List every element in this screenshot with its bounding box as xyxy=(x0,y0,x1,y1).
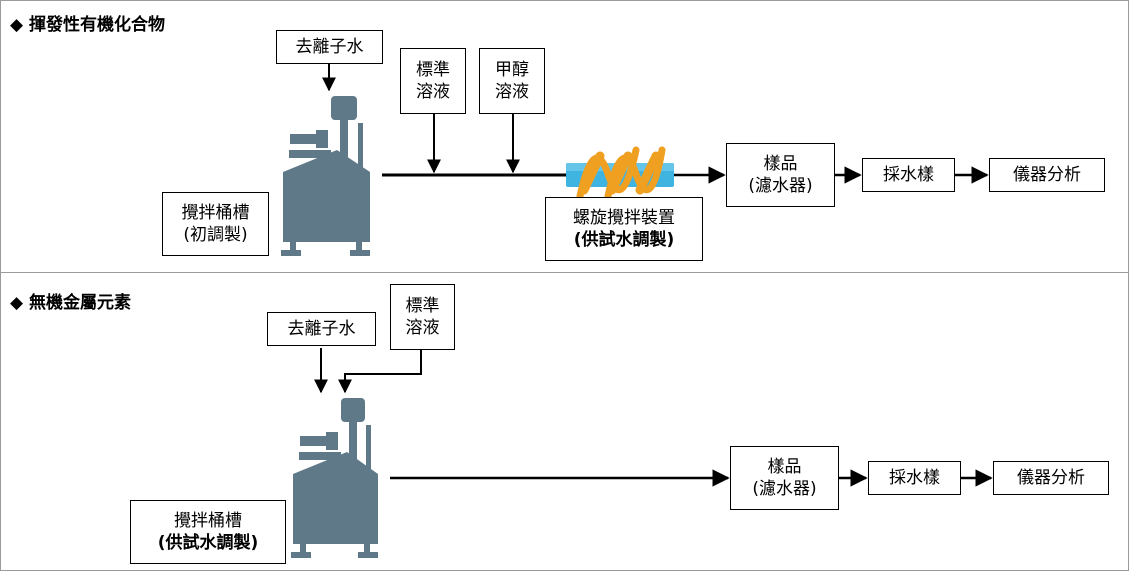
instrument-analysis-label-2: 儀器分析 xyxy=(1017,468,1085,488)
standard-solution-line1: 標準 xyxy=(416,60,450,80)
spiral-mixer-label-line2: (供試水調製) xyxy=(573,230,675,250)
sampling-label-2: 採水樣 xyxy=(889,468,940,488)
sampling-label: 採水樣 xyxy=(883,165,934,185)
mixing-tank-label-box-2: 攪拌桶槽 (供試水調製) xyxy=(130,500,286,564)
sample-filter-box-2: 樣品 (濾水器) xyxy=(730,446,839,510)
spiral-mixer-label-line1: 螺旋攪拌裝置 xyxy=(573,208,675,228)
sample-filter-2-line2: (濾水器) xyxy=(752,479,817,499)
methanol-solution-line1: 甲醇 xyxy=(495,60,529,80)
sample-filter-line1: 樣品 xyxy=(763,154,798,174)
standard-solution-line2: 溶液 xyxy=(416,82,450,102)
mixing-tank-label-box: 攪拌桶槽 (初調製) xyxy=(162,192,269,256)
spiral-mixer-icon xyxy=(566,146,674,200)
sample-filter-box: 樣品 (濾水器) xyxy=(726,143,835,207)
methanol-solution-line2: 溶液 xyxy=(495,82,529,102)
deionized-water-label-2: 去離子水 xyxy=(287,319,356,339)
standard-solution-box: 標準 溶液 xyxy=(400,48,466,114)
mixing-tank-label-2-line1: 攪拌桶槽 xyxy=(174,511,242,531)
standard-solution-2-line2: 溶液 xyxy=(405,318,440,338)
mixing-tank-label-line1: 攪拌桶槽 xyxy=(181,203,250,223)
sample-filter-2-line1: 樣品 xyxy=(767,457,802,477)
standard-solution-box-2: 標準 溶液 xyxy=(390,284,455,350)
spiral-mixer-label-box: 螺旋攪拌裝置 (供試水調製) xyxy=(545,197,703,261)
sample-filter-line2: (濾水器) xyxy=(748,176,813,196)
methanol-solution-box: 甲醇 溶液 xyxy=(479,48,545,114)
standard-solution-arrow-2 xyxy=(338,350,422,394)
mixing-tank-label-line2: (初調製) xyxy=(183,225,248,245)
deionized-water-box-2: 去離子水 xyxy=(267,312,376,346)
section-title-voc: ◆ 揮發性有機化合物 xyxy=(10,15,165,35)
sampling-box: 採水樣 xyxy=(862,158,955,192)
standard-solution-2-line1: 標準 xyxy=(405,296,440,316)
sampling-box-2: 採水樣 xyxy=(868,461,961,495)
deionized-water-box: 去離子水 xyxy=(276,30,383,64)
mixing-tank-label-2-line2: (供試水調製) xyxy=(157,533,259,553)
instrument-analysis-label: 儀器分析 xyxy=(1013,165,1081,185)
section-title-metals: ◆ 無機金屬元素 xyxy=(10,293,131,313)
instrument-analysis-box: 儀器分析 xyxy=(989,158,1105,192)
mixing-tank-icon xyxy=(281,96,370,256)
instrument-analysis-box-2: 儀器分析 xyxy=(993,461,1109,495)
mixing-tank-icon-2 xyxy=(291,398,378,558)
deionized-water-label: 去離子水 xyxy=(295,37,364,57)
